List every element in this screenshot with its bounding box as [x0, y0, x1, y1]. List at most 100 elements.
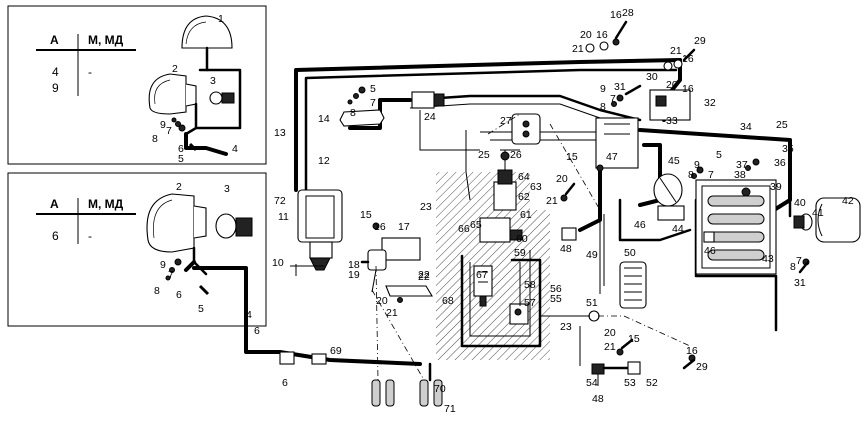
label-m36: 36 [774, 157, 786, 169]
label-m6a: 6 [254, 325, 260, 337]
label-m56: 56 [550, 283, 562, 295]
label-m8d: 8 [790, 261, 796, 273]
main-diagram: 16 28 20 16 21 29 16 21 30 20 16 32 31 9… [244, 7, 861, 415]
label-m42: 42 [842, 195, 854, 207]
label-m70: 70 [434, 383, 446, 395]
label-m15a: 15 [566, 151, 578, 163]
label-m41: 41 [812, 207, 824, 219]
label-6: 6 [178, 143, 184, 155]
label-m21b: 21 [670, 45, 682, 57]
label-m48b: 48 [592, 393, 604, 405]
label-m31: 31 [614, 81, 626, 93]
label-m25a: 25 [478, 149, 490, 161]
label-7b: 7 [168, 269, 174, 281]
label-m62: 62 [518, 191, 530, 203]
label-4b: 4 [246, 309, 252, 321]
label-m58: 58 [524, 279, 536, 291]
label-8: 8 [152, 133, 158, 145]
label-m16a: 16 [610, 9, 622, 21]
inset-bottom-row1-a: 6 [52, 229, 59, 243]
label-m15c: 15 [628, 333, 640, 345]
rear-lamp-icon [815, 197, 861, 243]
label-m14: 14 [318, 113, 330, 125]
harness-right [638, 128, 792, 212]
label-m24: 24 [424, 111, 436, 123]
label-m28: 28 [622, 7, 634, 19]
label-m5b: 5 [716, 149, 722, 161]
label-m10: 10 [272, 257, 284, 269]
label-m20c: 20 [556, 173, 568, 185]
label-m7b: 7 [370, 97, 376, 109]
label-m19: 19 [348, 269, 360, 281]
label-m34: 34 [740, 121, 752, 133]
label-m17: 17 [398, 221, 410, 233]
label-m16b: 16 [596, 29, 608, 41]
label-m16e: 16 [374, 221, 386, 233]
label-6b: 6 [176, 289, 182, 301]
label-m27: 27 [500, 115, 512, 127]
inset-bottom-header-m: М, МД [88, 197, 124, 211]
label-m18: 18 [348, 259, 360, 271]
inset-top-row1-a: 4 [52, 65, 59, 79]
label-m20a: 20 [580, 29, 592, 41]
label-m31b: 31 [794, 277, 806, 289]
label-m22b: 22 [418, 269, 430, 281]
label-m37: 37 [736, 159, 748, 171]
label-5: 5 [178, 153, 184, 165]
label-m46b: 46 [704, 245, 716, 257]
label-m16d: 16 [682, 83, 694, 95]
label-3b: 3 [224, 183, 230, 195]
label-m47: 47 [606, 151, 618, 163]
label-m15b: 15 [360, 209, 372, 221]
module-17 [381, 237, 421, 261]
label-m48a: 48 [560, 243, 572, 255]
label-m43: 43 [762, 253, 774, 265]
inset-top-row1-m: - [88, 65, 92, 79]
label-1: 1 [218, 13, 224, 25]
label-m21e: 21 [604, 341, 616, 353]
label-m59: 59 [514, 247, 526, 259]
label-m64: 64 [518, 171, 530, 183]
label-m21a: 21 [572, 43, 584, 55]
label-m23a: 23 [420, 201, 432, 213]
headlamp-dome-icon [181, 15, 233, 49]
label-m38: 38 [734, 169, 746, 181]
label-m11: 11 [278, 211, 289, 223]
label-m65: 65 [470, 219, 482, 231]
label-m8b: 8 [350, 107, 356, 119]
label-m7: 7 [610, 93, 616, 105]
label-m22a: 22 [418, 271, 430, 283]
label-m49: 49 [586, 249, 598, 261]
inset-top-frame [7, 5, 267, 165]
label-m61: 61 [520, 209, 532, 221]
label-m8: 8 [600, 101, 606, 113]
label-m16f: 16 [686, 345, 698, 357]
label-m66: 66 [458, 223, 470, 235]
label-m35: 35 [782, 143, 794, 155]
label-m7c: 7 [708, 169, 714, 181]
label-m7d: 7 [796, 255, 802, 267]
label-m20d: 20 [376, 295, 388, 307]
label-m8c: 8 [688, 169, 694, 181]
label-4: 4 [232, 143, 238, 155]
label-m50: 50 [624, 247, 636, 259]
label-m32: 32 [704, 97, 716, 109]
inset-bottom-panel: А М, МД 6 - 2 3 9 7 8 6 5 4 [7, 172, 267, 327]
inset-bottom-header-a: А [50, 197, 59, 211]
inset-top-header-a: А [50, 33, 59, 47]
label-m72: 72 [274, 195, 286, 207]
label-2: 2 [172, 63, 178, 75]
harness-top [294, 58, 682, 192]
label-m69: 69 [330, 345, 342, 357]
label-m29b: 29 [696, 361, 708, 373]
filter-50 [619, 261, 647, 309]
label-m9: 9 [600, 83, 606, 95]
label-m23b: 23 [560, 321, 572, 333]
label-m20e: 20 [604, 327, 616, 339]
bulb-icon [209, 91, 223, 105]
callout-labels: 16 28 20 16 21 29 16 21 30 20 16 32 31 9… [254, 7, 854, 415]
label-m63: 63 [530, 181, 542, 193]
label-m53: 53 [624, 377, 636, 389]
